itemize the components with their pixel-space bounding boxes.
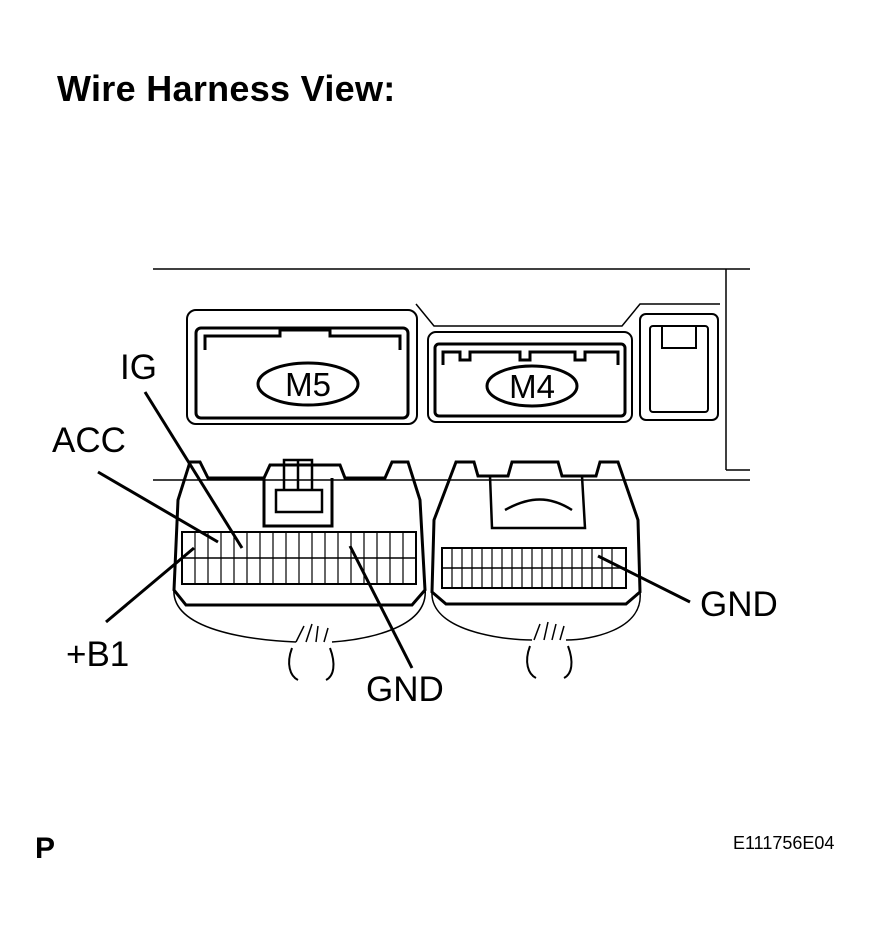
figure-code: E111756E04	[733, 833, 835, 853]
connector-m5-header	[186, 309, 418, 425]
page-mark: P	[35, 832, 56, 865]
terminal-ig-label: IG	[120, 348, 157, 387]
connector-m4-header	[427, 331, 633, 423]
aux-connector	[639, 313, 719, 421]
terminal-gnd-m5-label: GND	[366, 670, 444, 709]
terminal-b1-label: +B1	[66, 635, 129, 674]
ecu-housing	[153, 268, 750, 481]
harness-plug-m5	[172, 458, 427, 681]
harness-plug-m4	[430, 460, 642, 679]
terminal-gnd-m4-label: GND	[700, 585, 778, 624]
diagram-title: Wire Harness View:	[57, 68, 396, 109]
connector-m4-label: M4	[509, 368, 555, 405]
leader-lines	[97, 391, 691, 669]
terminal-acc-label: ACC	[52, 421, 126, 460]
connector-m5-label: M5	[285, 366, 331, 403]
